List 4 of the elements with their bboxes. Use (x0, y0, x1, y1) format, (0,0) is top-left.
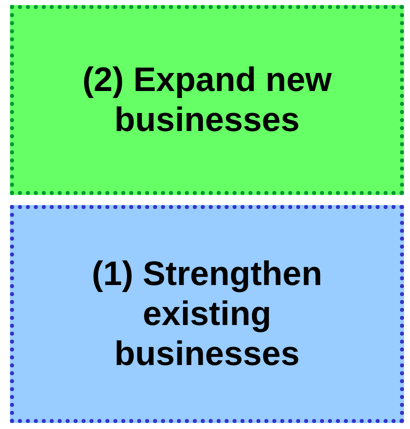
text-box (10, 5, 404, 195)
text-box (10, 205, 404, 423)
box-title: (1) Strengthen existing businesses (90, 254, 324, 374)
box-title: (2) Expand new businesses (81, 60, 333, 140)
